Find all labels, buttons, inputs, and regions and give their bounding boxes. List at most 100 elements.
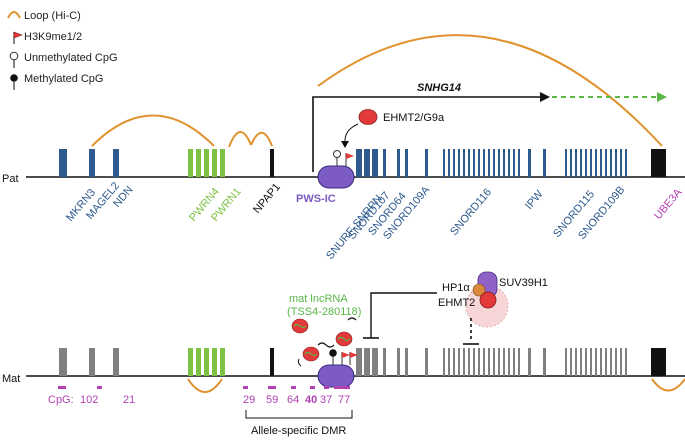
snord116-bar [483,149,485,177]
mat-snord116-bar [468,348,470,376]
mat-gene-magel2 [89,348,95,376]
pat-loop-2 [228,131,252,148]
cpg-marker [268,386,276,389]
gene-snord107 [383,149,386,177]
snord115-bar [625,149,627,177]
cpg-marker [291,386,296,389]
hp1-label: HP1α [442,282,470,294]
mat-gene-snord64 [397,348,400,376]
pat-label: Pat [2,173,19,185]
pat-snord116-cluster [443,149,520,177]
snord116-bar [498,149,500,177]
mat-snord116-bar [503,348,505,376]
pat-loop-1 [91,114,215,147]
snord115-bar [580,149,582,177]
ehmt2-arrow [344,123,359,144]
mat-snord115-bar [590,348,592,376]
pat-loop-3 [250,131,273,147]
snord115-bar [590,149,592,177]
mat-gene-npap1 [270,348,274,376]
mat-lncrna-label: mat lncRNA [289,293,348,305]
snord115-bar [610,149,612,177]
gene-snord64 [397,149,400,177]
snord115-bar [615,149,617,177]
mat-snord116-bar [478,348,480,376]
mat-snord116-bar [448,348,450,376]
mat-snord116-bar [458,348,460,376]
mat-label: Mat [2,373,20,385]
snord116-bar [473,149,475,177]
gene-npap1 [270,149,274,177]
dmr-bracket [245,410,353,419]
mat-gene-ndn [113,348,119,376]
lncrna-strand [337,336,351,342]
mat-snord115-bar [610,348,612,376]
mat-snord115-bar [600,348,602,376]
flag-legend-icon [13,31,23,39]
mat-snord115-bar [580,348,582,376]
mat-pws-ic-nucleosome [317,364,355,388]
gene-snurf-exon [364,149,370,177]
cpg-40: 40 [305,394,317,406]
pat-genes [59,149,428,177]
mat-snord116-cluster [443,348,520,376]
cpg-labels: CpG: 102 21 29 59 64 40 37 77 [48,394,350,406]
mat-gene-snord109a [405,348,408,376]
h3k9-flag-icon [346,153,354,159]
legend-methylated: Methylated CpG [24,73,103,85]
mat-snord116-bar [498,348,500,376]
snord116-bar [518,149,520,177]
cpg-77: 77 [338,394,350,406]
dmr-label: Allele-specific DMR [251,425,346,437]
mat-snord115-bar [615,348,617,376]
snord115-bar [620,149,622,177]
mat-snord116-bar [463,348,465,376]
label-ipw: IPW [523,188,546,212]
lncrna-squiggle [347,317,357,321]
mat-gene-pwrn-exon [188,348,193,376]
ehmt2-g9a-blob [358,109,378,125]
mat-gene-ipw [528,348,531,376]
mat-snord116-bar [518,348,520,376]
label-snord116: SNORD116 [448,186,494,238]
legend-h3k9: H3K9me1/2 [24,31,82,43]
lncrna-squiggle [317,342,335,348]
snord116-bar [453,149,455,177]
mat-gene-snurf-exon [364,348,370,376]
snord115-bar [595,149,597,177]
methylated-cpg-icon [329,349,337,357]
mat-gene-pwrn-exon [220,348,225,376]
ehmt2-g9a-label: EHMT2/G9a [383,112,445,124]
mat-snord116-bar [513,348,515,376]
mat-snord116-bar [453,348,455,376]
mat-snord115-bar [605,348,607,376]
mat-snord115-cluster [565,348,627,376]
cpg-markers [58,386,350,389]
h3k9-flag-icon [342,352,350,358]
snord116-bar [478,149,480,177]
gene-mkrn3 [59,149,67,177]
gene-magel2 [89,149,95,177]
mat-gene-pwrn-exon [204,348,209,376]
snhg14-arrowhead [540,92,550,102]
mat-gene-snurf-exon [372,348,378,376]
mat-snord116-bar [488,348,490,376]
mat-genes [59,348,546,376]
gene-pwrn1-exon [220,149,225,177]
mat-snord115-bar [595,348,597,376]
snord115-bar [600,149,602,177]
snord116-bar [448,149,450,177]
snord116-bar [463,149,465,177]
cpg-title: CpG: [48,394,74,406]
mat-snord115-bar [625,348,627,376]
snhg14-label: SNHG14 [417,82,461,94]
mat-loop-1 [187,378,223,393]
gene-ube3a-pat [651,149,666,177]
snord116-bar [503,149,505,177]
snord115-bar [605,149,607,177]
mat-snord116-bar [473,348,475,376]
mat-snord116-bar [443,348,445,376]
mat-gene-ipw-exon [543,348,546,376]
cpg-marker [58,386,66,389]
